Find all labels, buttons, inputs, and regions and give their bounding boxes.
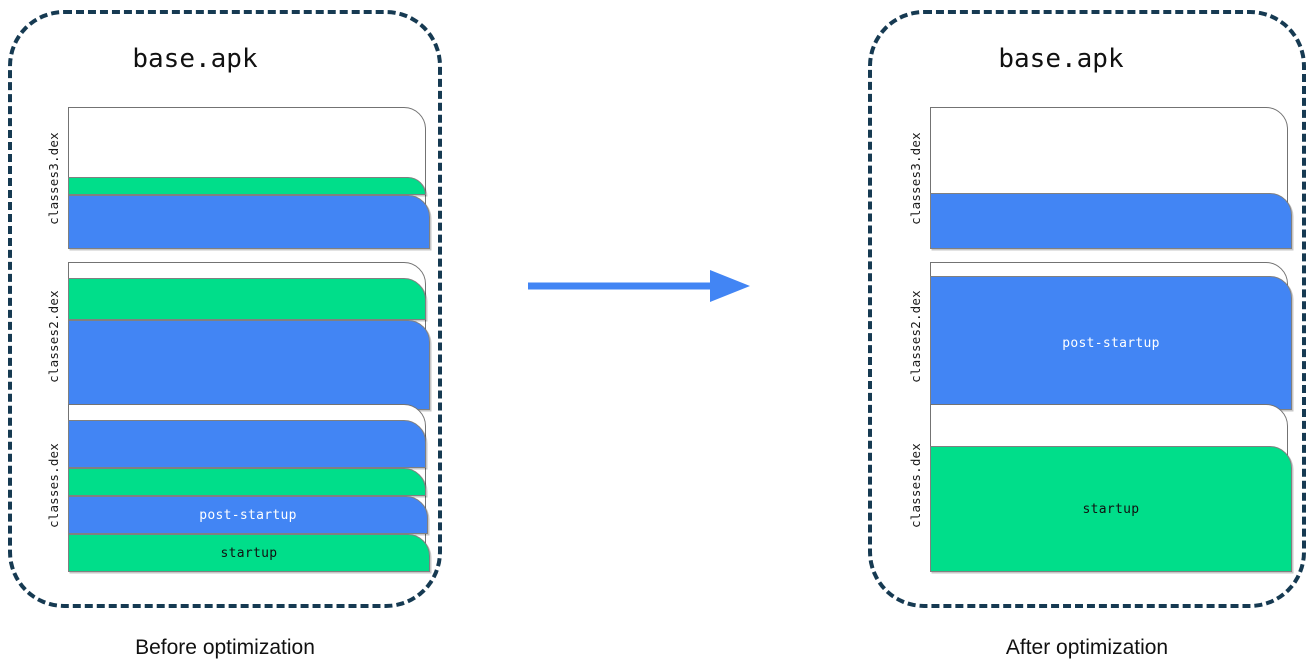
band-label: post-startup	[1062, 335, 1160, 351]
band-green	[68, 278, 426, 320]
apk-title-before: base.apk	[132, 44, 258, 74]
dex-label-before-classes: classes.dex	[42, 404, 64, 566]
band-label: startup	[1082, 501, 1140, 517]
dex-box-after-classes3	[930, 107, 1296, 249]
dex-label-text: classes2.dex	[45, 289, 61, 383]
band-blue-post-startup: post-startup	[68, 496, 428, 534]
dex-label-after-classes3: classes3.dex	[904, 107, 926, 249]
band-label: post-startup	[199, 507, 297, 523]
caption-before-optimization: Before optimization	[135, 636, 315, 659]
apk-panel-after: base.apk classes3.dex classes2.dex post-…	[868, 10, 1306, 608]
dex-group-before-classes3: classes3.dex	[42, 107, 434, 249]
band-blue	[68, 195, 430, 249]
dex-box-before-classes3	[68, 107, 434, 249]
band-label: startup	[220, 545, 278, 561]
apk-panel-before: base.apk classes3.dex classes2.dex	[8, 10, 442, 608]
dex-group-after-classes3: classes3.dex	[904, 107, 1296, 249]
dex-label-text: classes.dex	[45, 442, 61, 528]
dex-box-after-classes2: post-startup	[930, 262, 1296, 410]
band-blue-post-startup: post-startup	[930, 276, 1292, 410]
dex-label-before-classes2: classes2.dex	[42, 262, 64, 410]
band-green	[68, 468, 426, 496]
dex-group-after-classes2: classes2.dex post-startup	[904, 262, 1296, 410]
dex-label-text: classes2.dex	[907, 289, 923, 383]
band-blue	[930, 193, 1292, 249]
dex-label-text: classes3.dex	[907, 131, 923, 225]
dex-label-before-classes3: classes3.dex	[42, 107, 64, 249]
dex-label-text: classes3.dex	[45, 131, 61, 225]
dex-group-before-classes2: classes2.dex	[42, 262, 434, 410]
band-blue	[68, 420, 426, 468]
optimization-arrow	[528, 270, 750, 302]
dex-group-before-classes: classes.dex post-startup startup	[42, 404, 434, 572]
dex-label-after-classes2: classes2.dex	[904, 262, 926, 410]
apk-title-after: base.apk	[998, 44, 1124, 74]
band-blue	[68, 320, 430, 410]
dex-group-after-classes: classes.dex startup	[904, 404, 1296, 572]
caption-after-optimization: After optimization	[1005, 636, 1169, 659]
dex-box-after-classes: startup	[930, 404, 1296, 572]
dex-box-before-classes: post-startup startup	[68, 404, 434, 572]
band-green	[68, 177, 426, 195]
band-green-startup: startup	[930, 446, 1292, 572]
band-green-startup: startup	[68, 534, 430, 572]
dex-label-text: classes.dex	[907, 442, 923, 528]
dex-box-before-classes2	[68, 262, 434, 410]
dex-label-after-classes: classes.dex	[904, 404, 926, 566]
